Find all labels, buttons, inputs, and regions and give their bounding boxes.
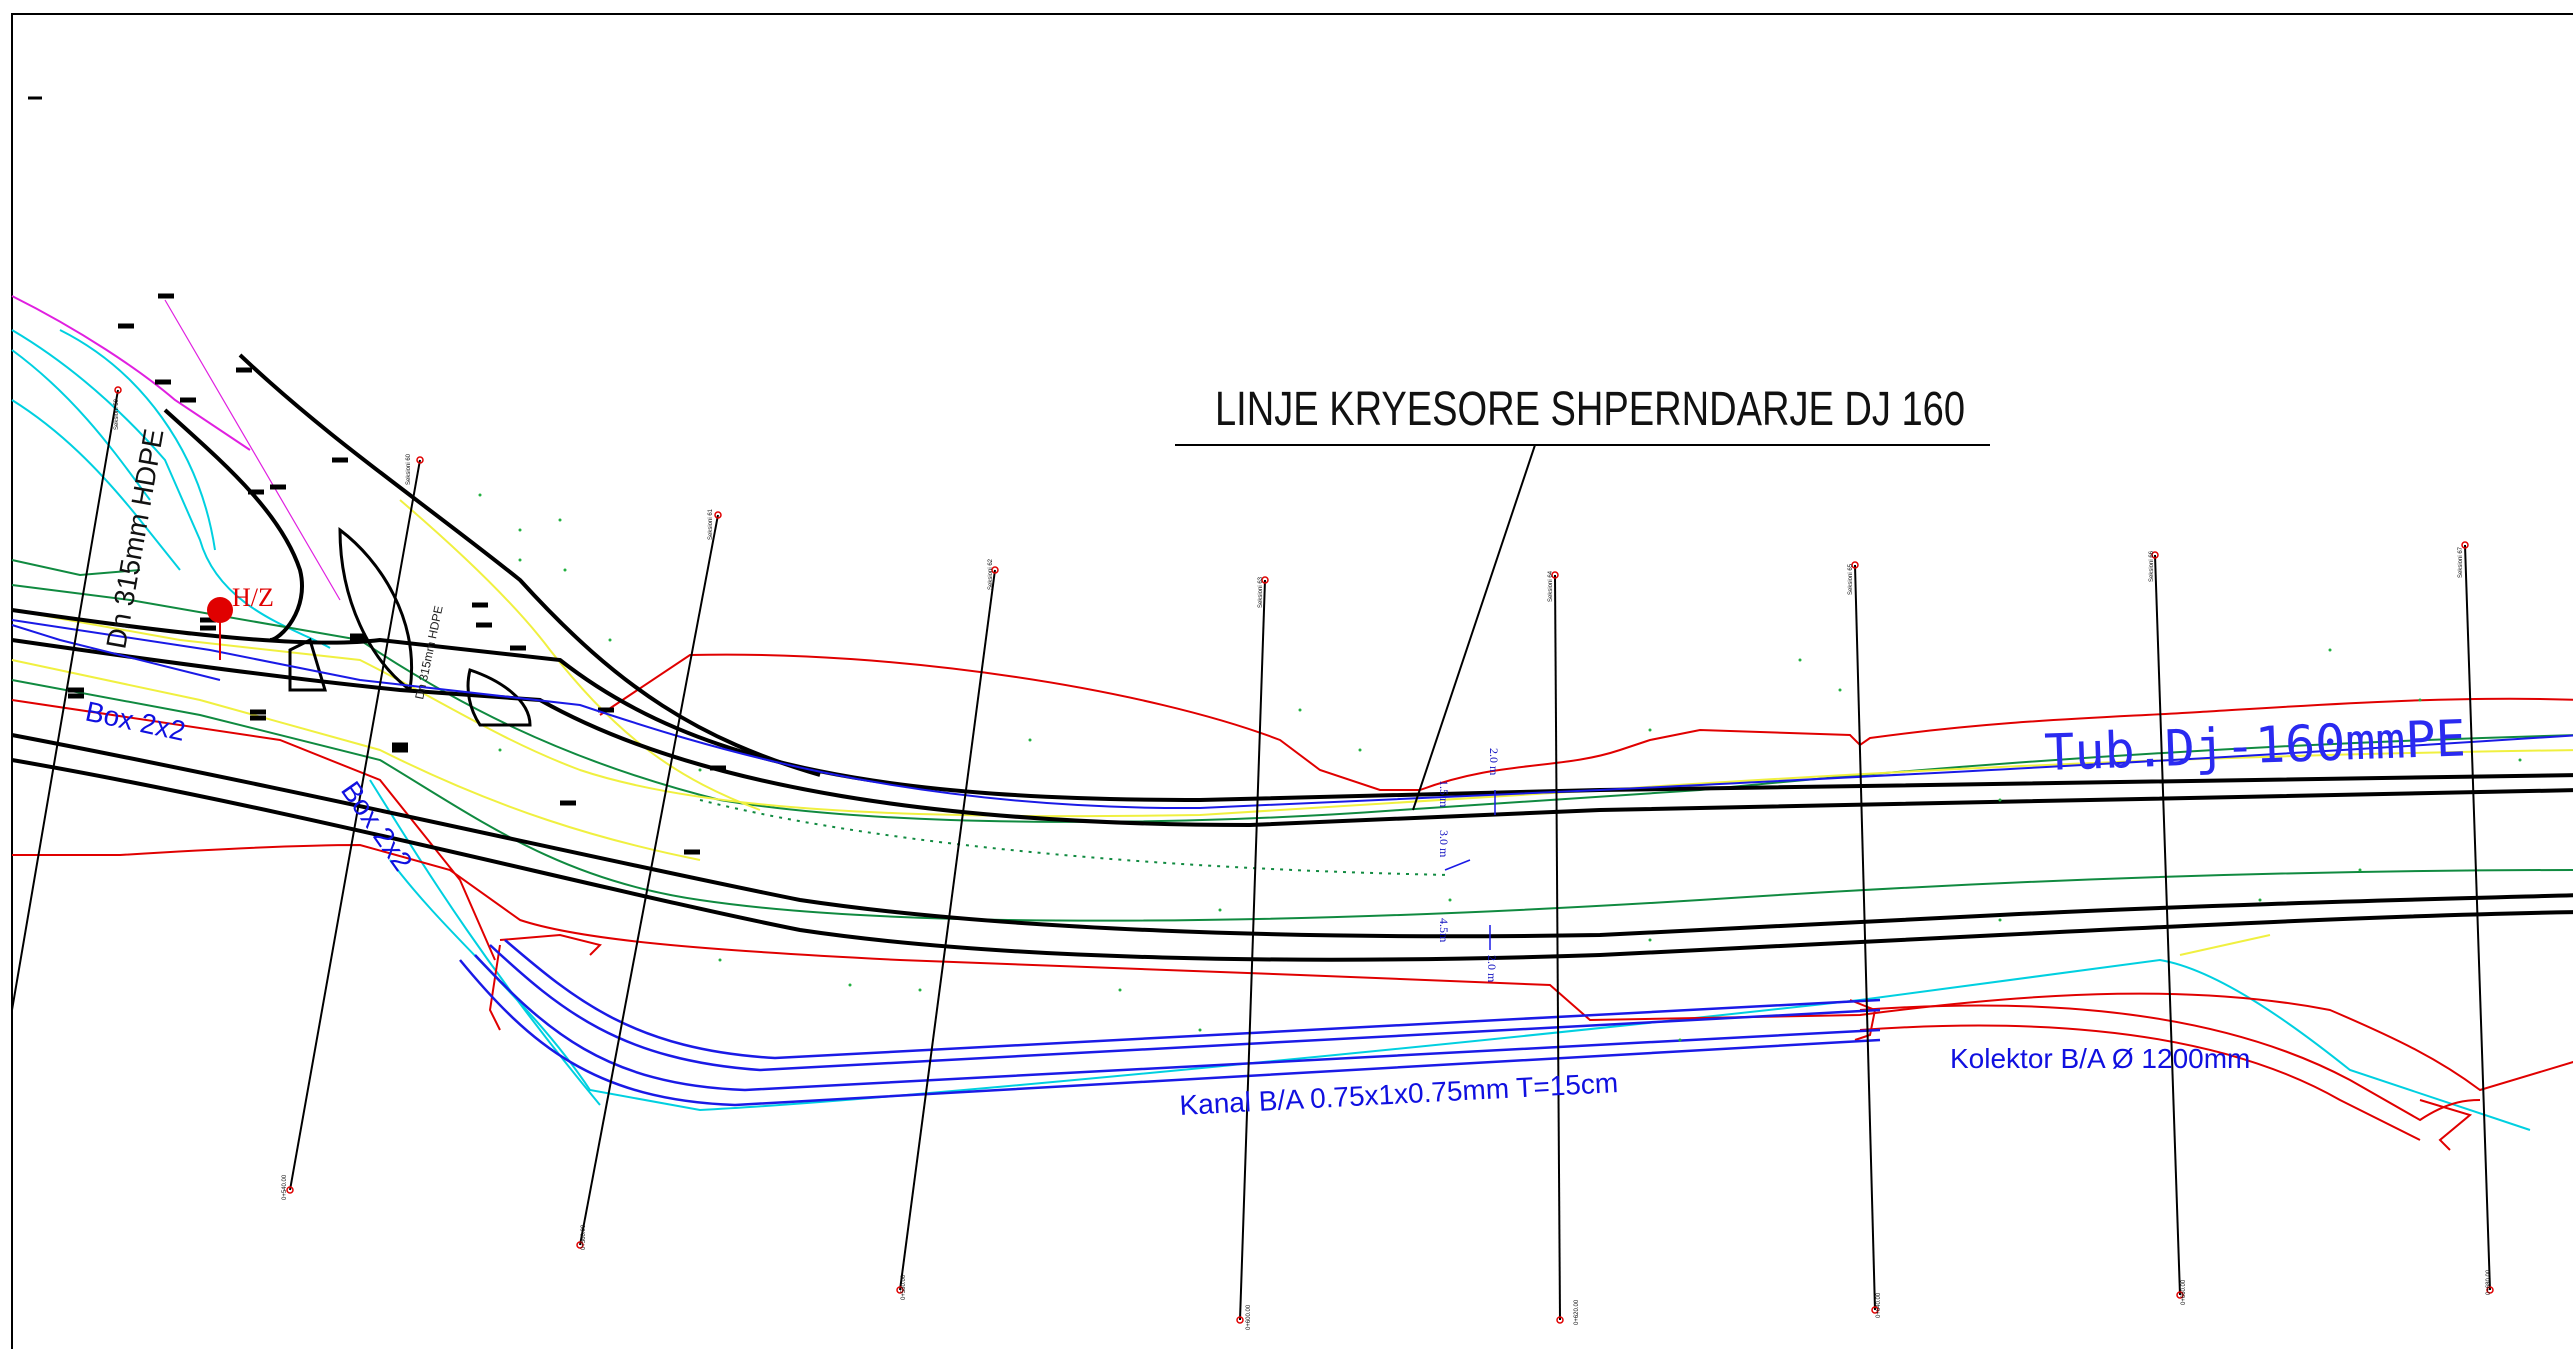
magenta-boundary — [11, 295, 341, 601]
section-label-top: Seksioni 66 — [2149, 550, 2155, 582]
channel-kanal — [459, 939, 1881, 1107]
section-label-bottom: 0+680.00 — [2486, 1269, 2492, 1295]
road-edge-marks — [68, 293, 726, 855]
pipe-label-hdpe-small: Dn 315mm HDPE — [412, 604, 446, 700]
section-label-bottom: 0+540.00 — [282, 1174, 288, 1200]
drawing-frame — [11, 13, 2573, 1349]
dimension-label: 4.5m — [1437, 918, 1451, 943]
hydrant-label: H/Z — [232, 583, 274, 612]
dimension-label: 2.0 m — [1485, 955, 1499, 983]
dimension-label: 2.0 m — [1487, 748, 1501, 776]
collector-label: Kolektor B/A Ø 1200mm — [1950, 1043, 2250, 1074]
section-label-top: Seksioni 63 — [1258, 576, 1264, 608]
section-label-bottom: 0+660.00 — [2181, 1279, 2187, 1305]
title-leader-line — [1412, 444, 1536, 811]
section-label-top: Seksioni 60 — [406, 453, 412, 485]
section-label-top: Seksioni 59 — [114, 398, 120, 430]
green-lines — [11, 559, 2573, 922]
drawing-title: LINJE KRYESORE SHPERNDARJE DJ 160 — [1215, 383, 1965, 436]
section-end-markers — [114, 386, 2494, 1324]
section-labels-top: Seksioni 59 Seksioni 60 Seksioni 61 Seks… — [114, 398, 2464, 608]
traffic-islands — [288, 526, 532, 727]
section-label-bottom: 0+600.00 — [1246, 1304, 1252, 1330]
section-label-top: Seksioni 62 — [988, 558, 994, 590]
dimension-ticks — [1444, 790, 1496, 950]
section-label-top: Seksioni 65 — [1848, 563, 1854, 595]
section-label-bottom: 0+640.00 — [1876, 1292, 1882, 1318]
pipe-label-hdpe: Dn 315mm HDPE — [100, 427, 169, 652]
boundary-lines-red — [11, 653, 2573, 1151]
section-label-top: Seksioni 67 — [2458, 546, 2464, 578]
dimension-label: 1.5 m — [1437, 780, 1451, 808]
section-label-top: Seksioni 64 — [1548, 570, 1554, 602]
survey-points — [478, 493, 2522, 1042]
section-label-bottom: 0+620.00 — [1574, 1299, 1580, 1325]
hydrant-marker — [207, 597, 233, 623]
section-label-bottom: 0+580.00 — [901, 1274, 907, 1300]
tube-label: Tub.Dj-160mmPE — [2043, 709, 2466, 782]
section-labels-bottom: 0+540.00 0+560.00 0+580.00 0+600.00 0+62… — [282, 1174, 2492, 1330]
section-label-bottom: 0+560.00 — [581, 1224, 587, 1250]
water-pipe-lines — [11, 619, 2573, 810]
road-lines — [11, 353, 2573, 962]
section-lines — [11, 389, 2491, 1321]
dimension-labels: 2.0 m 1.5 m 3.0 m 4.5m 2.0 m — [1437, 748, 1501, 983]
dimension-label: 3.0 m — [1437, 830, 1451, 858]
section-label-top: Seksioni 61 — [708, 508, 714, 540]
